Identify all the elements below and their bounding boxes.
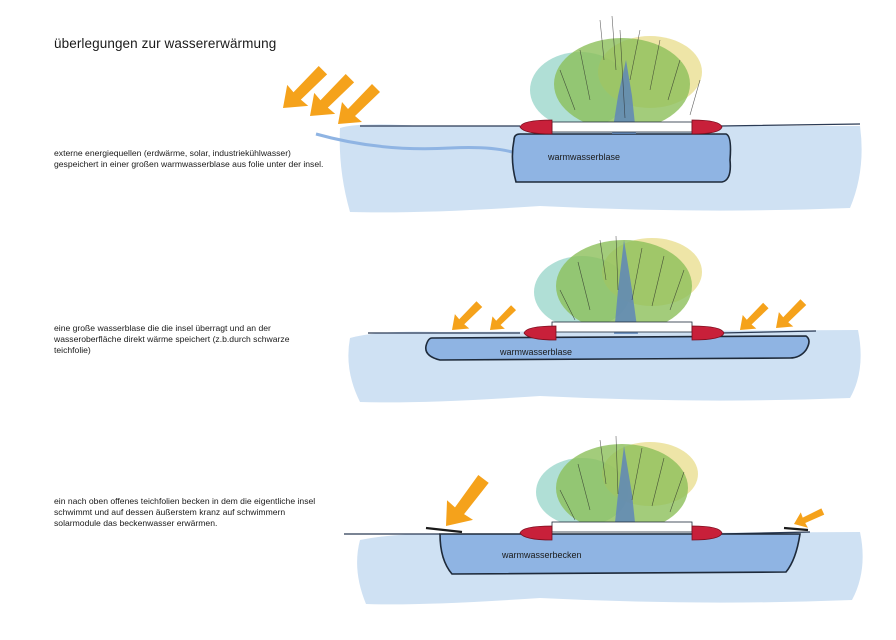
solar-module-left [425, 526, 463, 534]
float-left [519, 525, 553, 541]
sun-arrow [794, 501, 826, 533]
panel-2-description: eine große wasserblase die die insel übe… [54, 323, 290, 355]
float-right [691, 119, 723, 135]
tree-trunk [614, 446, 636, 532]
scribble-branches [559, 235, 685, 321]
sun-arrow [439, 473, 494, 526]
inflow-pipe [315, 132, 513, 154]
island-platform [551, 321, 693, 333]
sun-arrow [452, 301, 483, 330]
scribble-branches [559, 435, 685, 521]
panel-1-scene: warmwasserblase [283, 15, 862, 213]
water-surface-line [368, 330, 817, 334]
warm-water-basin [439, 533, 801, 575]
panel-1-description: externe energiequellen (erdwärme, solar,… [54, 148, 324, 169]
bladder-label: warmwasserblase [499, 347, 572, 357]
page-title: überlegungen zur wassererwärmung [54, 36, 277, 51]
panel-2-scene: warmwasserblase [348, 235, 861, 403]
panel-3-description: ein nach oben offenes teichfolien becken… [54, 496, 316, 528]
scribble-branches [559, 15, 701, 119]
float-left [519, 119, 553, 135]
sun-arrow [776, 299, 807, 328]
panel-3-scene: warmwasserbecken [344, 435, 863, 605]
float-right [691, 325, 725, 341]
tree-trunk [614, 240, 638, 334]
water-surface-line [360, 123, 861, 127]
float-right [691, 525, 723, 541]
sun-arrow [740, 302, 769, 330]
island-platform [551, 521, 693, 533]
island-platform [551, 121, 693, 133]
warm-water-bladder [511, 133, 732, 183]
warm-water-bladder [424, 335, 810, 361]
sun-arrow [490, 305, 517, 330]
bladder-label: warmwasserblase [547, 152, 620, 162]
basin-label: warmwasserbecken [501, 550, 582, 560]
float-left [523, 325, 557, 341]
solar-module-right [783, 526, 809, 532]
